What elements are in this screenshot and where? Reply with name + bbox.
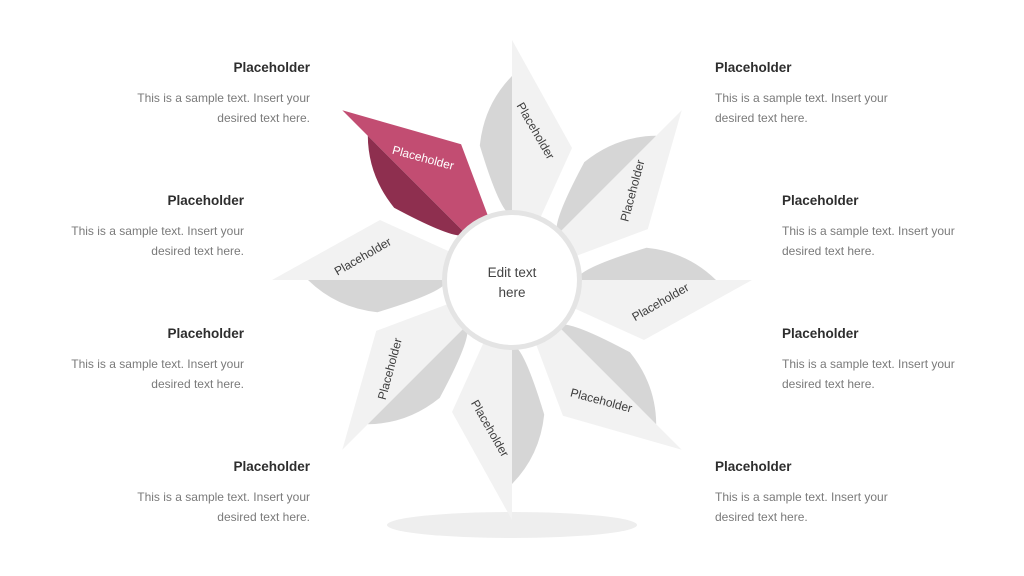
- info-desc-line-2: desired text here.: [217, 111, 310, 125]
- info-desc-line-2: desired text here.: [715, 111, 808, 125]
- center-text-line-2: here: [498, 285, 525, 300]
- info-desc-line-1: This is a sample text. Insert your: [782, 224, 955, 238]
- info-desc-line-1: This is a sample text. Insert your: [71, 357, 244, 371]
- center-text-line-1: Edit text: [488, 265, 537, 280]
- info-left-4[interactable]: Placeholder This is a sample text. Inser…: [60, 459, 310, 527]
- info-title: Placeholder: [715, 459, 792, 474]
- info-desc-line-2: desired text here.: [782, 244, 875, 258]
- blade-fold: [577, 247, 716, 280]
- blade-fold: [479, 76, 512, 215]
- info-left-3[interactable]: Placeholder This is a sample text. Inser…: [0, 326, 244, 394]
- blade-fold: [556, 135, 657, 234]
- info-desc-line-2: desired text here.: [715, 510, 808, 524]
- info-right-3[interactable]: Placeholder This is a sample text. Inser…: [782, 326, 1024, 394]
- info-title: Placeholder: [782, 193, 859, 208]
- info-right-1[interactable]: Placeholder This is a sample text. Inser…: [715, 60, 965, 128]
- info-desc-line-1: This is a sample text. Insert your: [137, 91, 310, 105]
- info-title: Placeholder: [715, 60, 792, 75]
- info-left-1[interactable]: Placeholder This is a sample text. Inser…: [60, 60, 310, 128]
- blade-fold: [558, 324, 657, 425]
- blade-shape: [512, 110, 682, 280]
- info-desc-line-1: This is a sample text. Insert your: [71, 224, 244, 238]
- info-title: Placeholder: [233, 459, 310, 474]
- info-desc-line-2: desired text here.: [217, 510, 310, 524]
- info-right-2[interactable]: Placeholder This is a sample text. Inser…: [782, 193, 1024, 261]
- blade-fold: [367, 135, 466, 236]
- info-title: Placeholder: [782, 326, 859, 341]
- blade-fold: [308, 280, 447, 313]
- info-desc-line-1: This is a sample text. Insert your: [715, 91, 888, 105]
- info-desc-line-2: desired text here.: [151, 377, 244, 391]
- info-right-4[interactable]: Placeholder This is a sample text. Inser…: [715, 459, 965, 527]
- ground-shadow: [387, 512, 637, 538]
- info-desc-line-2: desired text here.: [782, 377, 875, 391]
- info-left-2[interactable]: Placeholder This is a sample text. Inser…: [0, 193, 244, 261]
- info-title: Placeholder: [167, 193, 244, 208]
- info-desc-line-2: desired text here.: [151, 244, 244, 258]
- blade-fold: [512, 345, 545, 484]
- info-title: Placeholder: [233, 60, 310, 75]
- blade-2[interactable]: Placeholder: [512, 110, 682, 280]
- blade-fold: [367, 326, 468, 425]
- info-title: Placeholder: [167, 326, 244, 341]
- center-circle[interactable]: [447, 215, 577, 345]
- info-desc-line-1: This is a sample text. Insert your: [715, 490, 888, 504]
- info-desc-line-1: This is a sample text. Insert your: [782, 357, 955, 371]
- info-desc-line-1: This is a sample text. Insert your: [137, 490, 310, 504]
